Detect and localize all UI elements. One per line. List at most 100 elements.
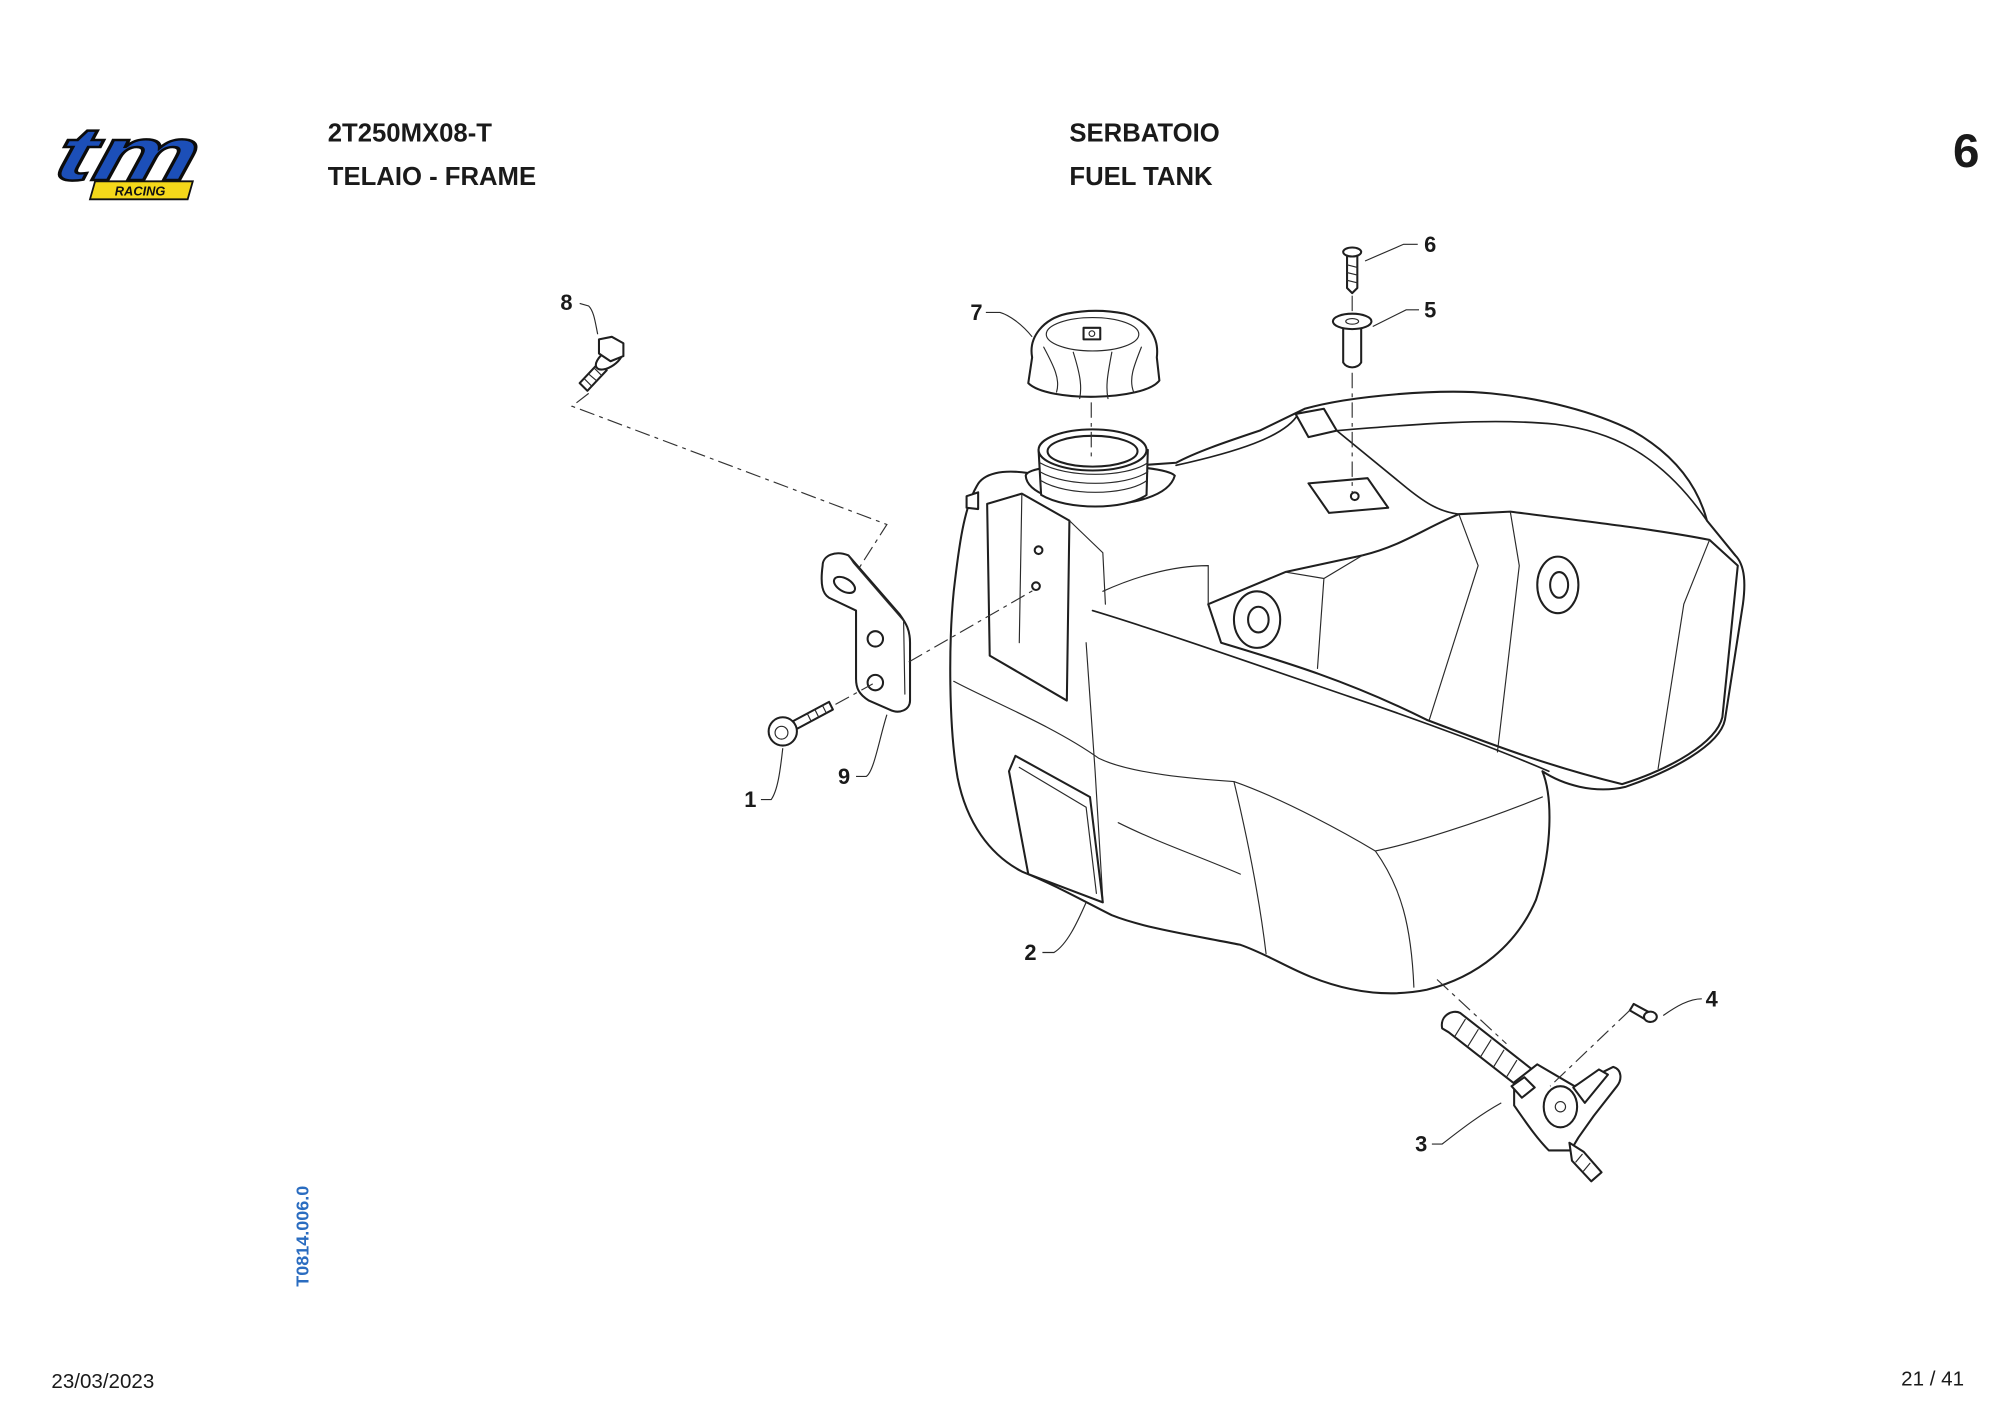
model-code: 2T250MX08-T bbox=[328, 119, 492, 147]
filler-neck-thread-1 bbox=[1039, 462, 1149, 475]
tank-top-ridge bbox=[1175, 413, 1460, 516]
section-title-en: FUEL TANK bbox=[1069, 163, 1213, 191]
callout-9-leader bbox=[856, 714, 888, 777]
tank-vertical-crease bbox=[1085, 642, 1104, 901]
callout-6-label: 6 bbox=[1424, 232, 1436, 257]
screw-4-head bbox=[1642, 1010, 1658, 1023]
tank-tab bbox=[965, 491, 980, 511]
callout-9-label: 9 bbox=[838, 764, 850, 789]
tank-lower-recess-edge bbox=[1018, 766, 1097, 894]
tank-top-pad-hole bbox=[1349, 491, 1360, 502]
screw-6-thread bbox=[1346, 264, 1358, 284]
fuel-tap-valve-screw bbox=[1554, 1101, 1567, 1113]
tank-top-tab bbox=[1294, 407, 1338, 439]
callout-1-leader bbox=[760, 748, 784, 801]
fuel-tap-filter-ribs bbox=[1454, 1018, 1518, 1078]
bolt-1-shaft bbox=[792, 700, 834, 730]
screw-4 bbox=[1628, 1002, 1658, 1023]
callout-2-leader bbox=[1042, 902, 1087, 954]
spacer-5-tube bbox=[1342, 322, 1363, 369]
fuel-tap-outlet-ribs bbox=[1575, 1153, 1591, 1172]
spacer-5 bbox=[1331, 312, 1373, 369]
callout-7-label: 7 bbox=[970, 300, 982, 325]
bracket-9-slot bbox=[832, 575, 857, 594]
tank-belly-contour-2 bbox=[1233, 780, 1415, 988]
callout-3-leader bbox=[1431, 1102, 1502, 1145]
bolt-8 bbox=[578, 335, 625, 392]
fuel-cap-grip-3 bbox=[1106, 351, 1113, 400]
callout-1-label: 1 bbox=[744, 787, 756, 812]
fuel-cap bbox=[1027, 309, 1161, 400]
logo-brand: tm bbox=[47, 112, 209, 196]
bracket-9 bbox=[820, 552, 912, 713]
callout-5-leader bbox=[1372, 309, 1420, 328]
callout-1: 1 bbox=[744, 748, 784, 812]
callout-8-label: 8 bbox=[560, 290, 572, 315]
filler-neck-thread-2 bbox=[1039, 471, 1149, 484]
bolt-8-thread bbox=[584, 367, 603, 387]
fuel-tap-outlet-barb bbox=[1568, 1141, 1603, 1183]
screw-6 bbox=[1342, 246, 1363, 295]
tank-boss-right-hole bbox=[1549, 571, 1570, 599]
callout-8-leader bbox=[579, 302, 599, 335]
logo-tagline: RACING bbox=[115, 183, 166, 198]
drawing-code: T0814.006.0 bbox=[292, 1186, 312, 1287]
tm-racing-logo: tm RACING bbox=[46, 110, 211, 201]
tank-top-crease bbox=[1335, 420, 1708, 522]
assembly-line-bracket bbox=[908, 588, 1037, 663]
fuel-cap-vent bbox=[1082, 326, 1102, 341]
callout-3: 3 bbox=[1415, 1102, 1502, 1157]
bracket-9-hole-lower bbox=[866, 673, 885, 692]
bolt-1-head bbox=[767, 716, 798, 747]
fuel-tap-lever bbox=[1572, 1068, 1609, 1104]
callout-8: 8 bbox=[560, 290, 599, 335]
fuel-tap-3 bbox=[1440, 1010, 1622, 1183]
filler-neck-thread-3 bbox=[1040, 480, 1148, 493]
tank-long-ridge bbox=[1091, 609, 1550, 773]
callout-9: 9 bbox=[838, 714, 888, 789]
callout-6: 6 bbox=[1364, 232, 1436, 262]
filler-neck-opening bbox=[1046, 434, 1139, 468]
fuel-tap-nut bbox=[1510, 1076, 1536, 1099]
callout-5-label: 5 bbox=[1424, 298, 1436, 323]
fuel-cap-grip-4 bbox=[1131, 346, 1142, 393]
callout-7: 7 bbox=[970, 300, 1033, 338]
tank-lower-recess bbox=[1007, 754, 1104, 904]
tank-mount-hole-upper bbox=[1033, 545, 1044, 556]
fuel-tap-valve-disc bbox=[1542, 1085, 1579, 1129]
callout-7-leader bbox=[985, 311, 1033, 338]
tank-belly-contour-3 bbox=[1117, 822, 1241, 875]
tank-left-mount-panel bbox=[986, 492, 1071, 702]
print-date: 23/03/2023 bbox=[51, 1370, 154, 1393]
fuel-cap-top bbox=[1045, 316, 1140, 352]
callout-5: 5 bbox=[1372, 298, 1436, 328]
assembly-line-bolt-8 bbox=[570, 392, 888, 586]
table-number: 6 bbox=[1953, 125, 1979, 178]
fuel-cap-grip-1 bbox=[1043, 346, 1059, 393]
assembly-line-screw-4 bbox=[1549, 1009, 1631, 1087]
fuel-cap-grip-2 bbox=[1072, 351, 1082, 400]
tank-shroud-crease-3 bbox=[1284, 554, 1364, 670]
callout-3-label: 3 bbox=[1415, 1132, 1427, 1157]
bolt-1-thread bbox=[806, 705, 828, 722]
fuel-tap-inlet-filter bbox=[1440, 1010, 1534, 1089]
screw-6-head bbox=[1342, 246, 1363, 258]
bolt-1-socket bbox=[774, 725, 789, 740]
callout-2: 2 bbox=[1024, 902, 1087, 965]
callout-4: 4 bbox=[1662, 986, 1719, 1016]
fuel-cap-vent-hole bbox=[1088, 330, 1096, 338]
bolt-8-hex-head bbox=[597, 335, 625, 363]
tank-shroud-crease-2 bbox=[1496, 511, 1520, 753]
callout-2-label: 2 bbox=[1024, 940, 1036, 965]
tank-upper-ridge bbox=[1102, 565, 1209, 605]
fuel-cap-body bbox=[1027, 309, 1161, 398]
tank-boss-left-hole bbox=[1247, 605, 1270, 634]
callout-6-leader bbox=[1364, 243, 1418, 262]
section-title-it: SERBATOIO bbox=[1069, 119, 1219, 147]
fuel-tank bbox=[949, 390, 1746, 995]
logo-tag-badge bbox=[88, 180, 194, 201]
callout-4-label: 4 bbox=[1706, 986, 1719, 1011]
tank-top-pad bbox=[1307, 477, 1390, 514]
callout-4-leader bbox=[1662, 998, 1702, 1016]
